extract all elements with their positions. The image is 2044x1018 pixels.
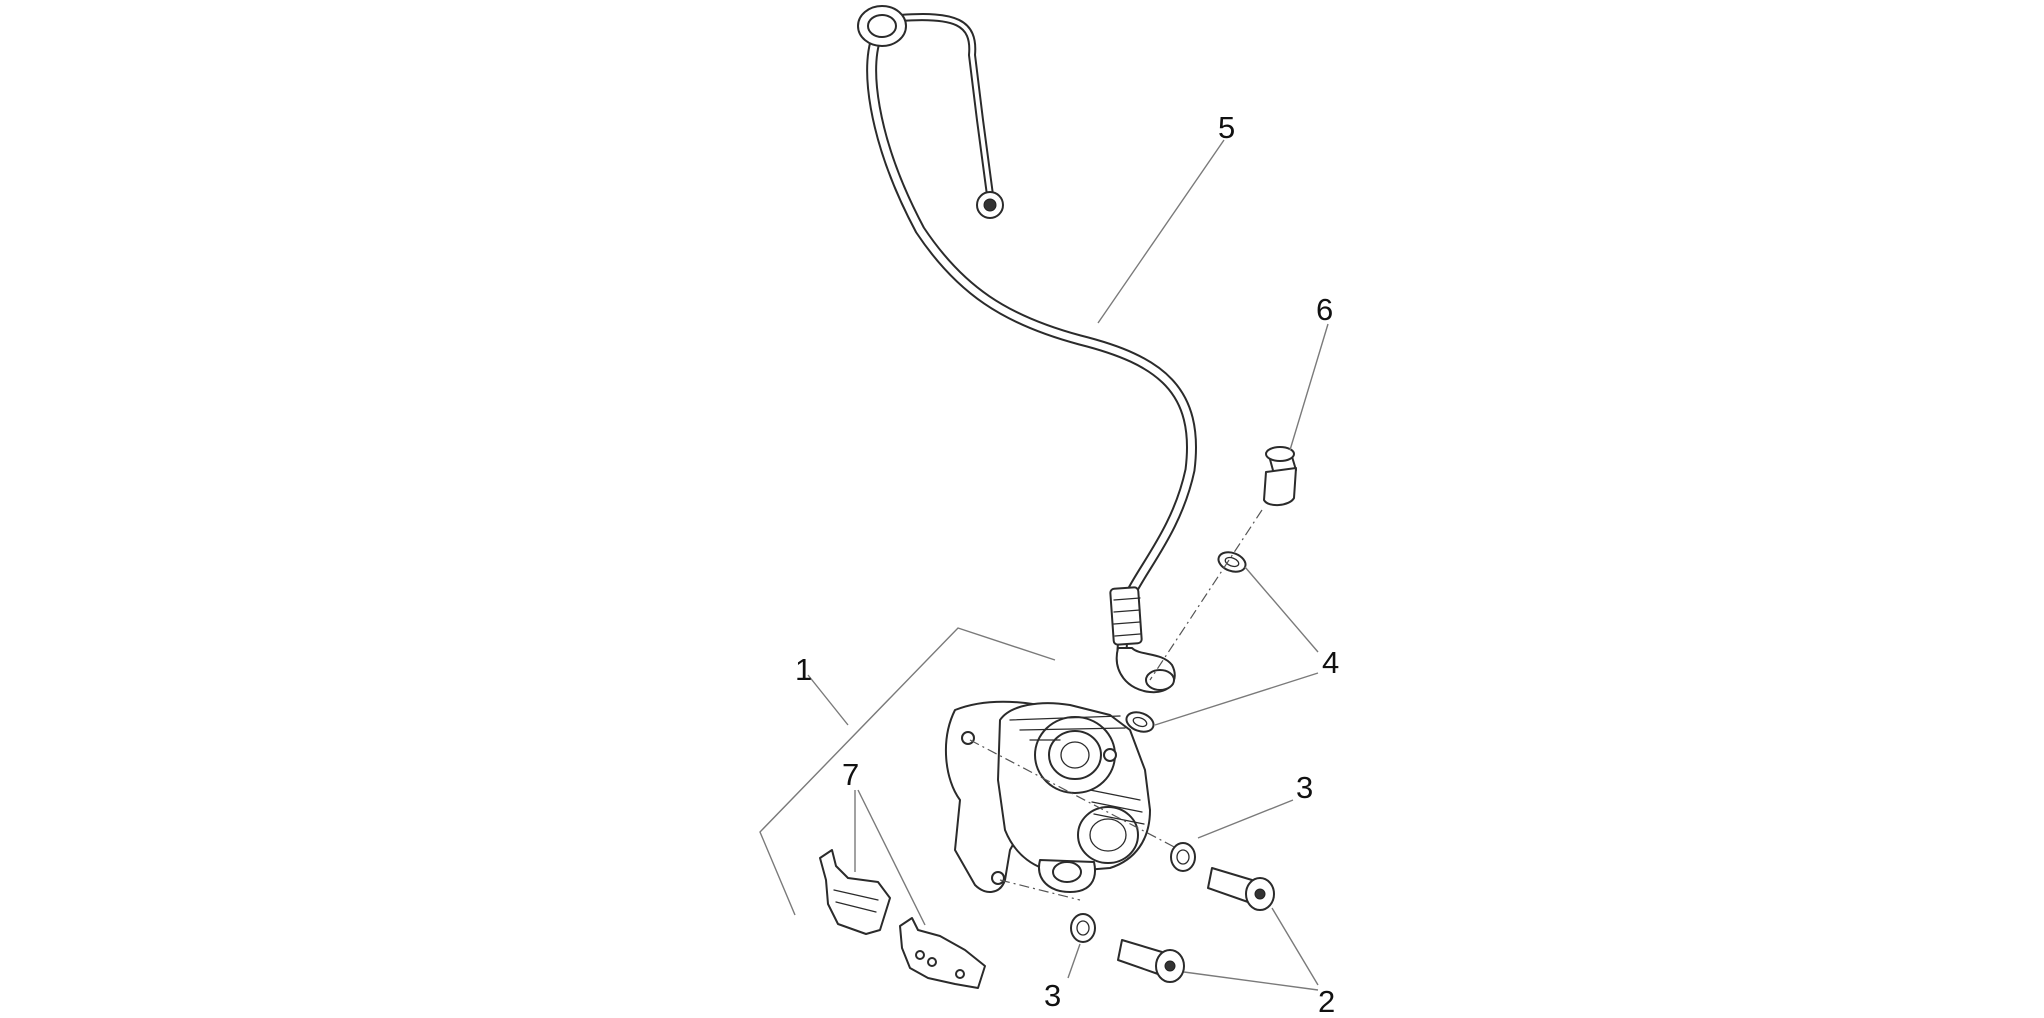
callout-3-upper: 3	[1296, 770, 1313, 805]
bolt-lower	[1117, 939, 1185, 983]
callout-6: 6	[1316, 292, 1333, 327]
callout-2: 2	[1318, 984, 1335, 1018]
axis-line-lower-bolt	[999, 879, 1081, 901]
bolt-upper	[1207, 867, 1275, 911]
leader-lines	[759, 139, 1329, 991]
callouts: 1 2 3 3 4 5 6 7	[795, 110, 1339, 1018]
callout-1: 1	[795, 652, 812, 687]
callout-5: 5	[1218, 110, 1235, 145]
washer-lower	[1125, 711, 1155, 733]
callout-3-lower: 3	[1044, 978, 1061, 1013]
brake-caliper	[944, 700, 1151, 893]
washer-upper	[1217, 551, 1247, 573]
washer-3-lower	[1070, 913, 1096, 943]
callout-4: 4	[1322, 645, 1339, 680]
washer-3-upper	[1170, 842, 1196, 872]
banjo-bolt	[1263, 446, 1297, 506]
brake-pad-left	[819, 849, 891, 935]
brake-pad-right	[899, 917, 986, 989]
brake-hose	[857, 5, 1197, 694]
axis-line-banjo	[1149, 509, 1263, 681]
callout-7: 7	[842, 757, 859, 792]
